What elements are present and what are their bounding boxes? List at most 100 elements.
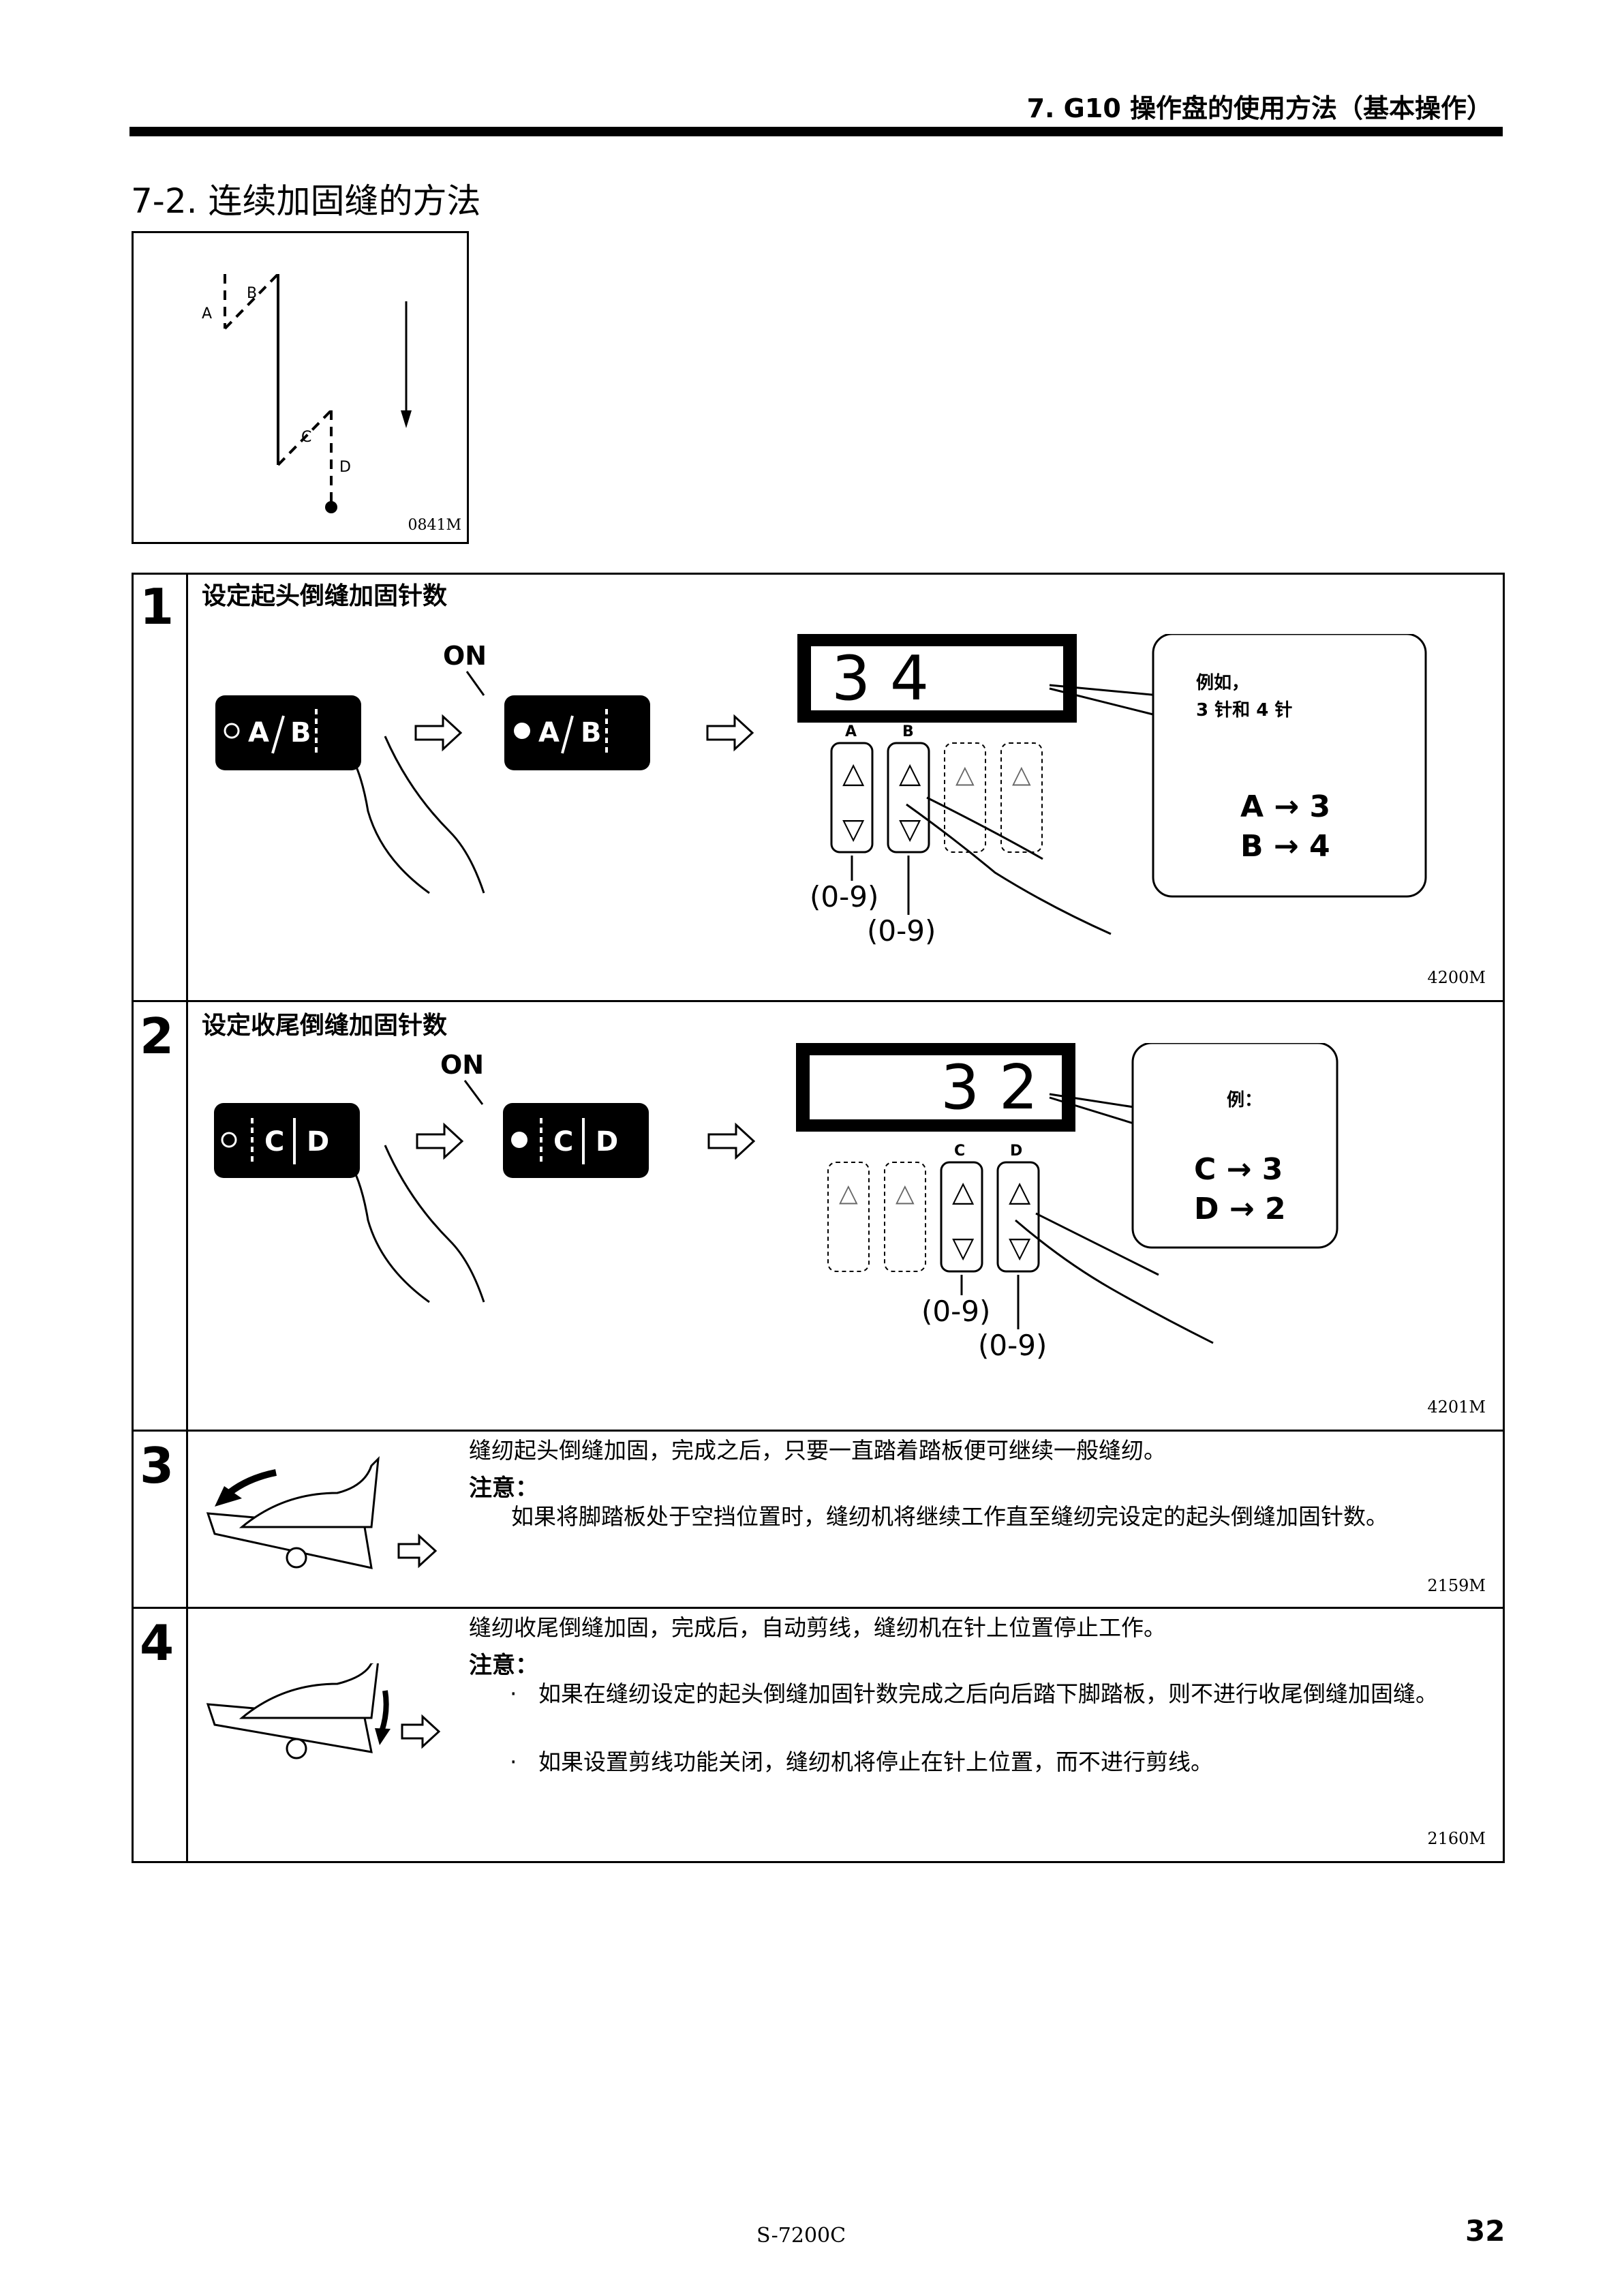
- header-rule: [129, 127, 1503, 136]
- svg-text:例：: 例：: [1227, 1090, 1262, 1111]
- svg-text:B: B: [581, 717, 602, 749]
- on-label: ON: [443, 641, 487, 671]
- step-2-title: 设定收尾倒缝加固针数: [202, 1012, 448, 1040]
- svg-text:B → 4: B → 4: [1240, 829, 1330, 864]
- key-disabled: [827, 1162, 870, 1272]
- next-arrow-icon: [706, 714, 754, 752]
- pressing-hand-icon: [906, 796, 1112, 935]
- figure-code: 0841M: [408, 517, 461, 534]
- footer-model: S-7200C: [756, 2224, 846, 2248]
- steps-table: [132, 573, 1505, 1863]
- next-arrow-icon: [397, 1533, 438, 1569]
- step-1-illustration: A B ON A B 3 4 A B △ ▽ △ ▽ △ △ (0-9) (0-…: [215, 634, 1427, 948]
- step-2-illustration: C D ON C D 3 2 C D △ △ △ ▽ △ ▽ (0-9) (0-…: [214, 1043, 1338, 1362]
- led-on-icon: [511, 1132, 527, 1148]
- step-3-note: 如果将脚踏板处于空挡位置时，缝纫机将继续工作直至缝纫完设定的起头倒缝加固针数。: [511, 1503, 1388, 1530]
- step-3-note-label: 注意：: [469, 1475, 538, 1502]
- step-2-number: 2: [140, 1008, 174, 1065]
- step-1-title: 设定起头倒缝加固针数: [202, 582, 448, 610]
- svg-text:3 2: 3 2: [940, 1052, 1038, 1123]
- row-divider: [132, 1607, 1505, 1609]
- page-number: 32: [1465, 2214, 1505, 2248]
- key-a-stepper[interactable]: [830, 742, 874, 854]
- pressing-hand-icon: [346, 736, 485, 894]
- bullet-icon: ·: [510, 1680, 517, 1707]
- up-triangle-icon: △: [842, 756, 865, 789]
- label-d: D: [339, 459, 351, 476]
- step-4-text: 缝纫收尾倒缝加固，完成后，自动剪线，缝纫机在针上位置停止工作。: [469, 1614, 1166, 1641]
- range-label-b: (0-9): [867, 914, 936, 948]
- row-divider: [132, 1000, 1505, 1002]
- heel-press-arrow-icon: [375, 1728, 391, 1745]
- step-1-number: 1: [140, 578, 174, 635]
- down-triangle-icon: ▽: [952, 1230, 975, 1264]
- foot-icon: [239, 1455, 380, 1528]
- next-arrow-icon: [401, 1714, 441, 1749]
- svg-text:A → 3: A → 3: [1240, 789, 1330, 824]
- running-header: 7. G10 操作盘的使用方法（基本操作）: [1026, 93, 1493, 123]
- svg-text:A: A: [248, 717, 269, 749]
- svg-text:C: C: [954, 1143, 965, 1160]
- section-title: 7-2. 连续加固缝的方法: [131, 181, 481, 221]
- pressing-hand-icon: [346, 1145, 485, 1303]
- stitch-pattern-figure: A B C D: [202, 273, 412, 513]
- up-triangle-icon: △: [839, 1179, 858, 1207]
- svg-text:例如，: 例如，: [1196, 673, 1249, 693]
- next-arrow-icon: [416, 1122, 464, 1160]
- key-disabled: [884, 1162, 926, 1272]
- step-2-figure-code: 4201M: [1427, 1398, 1486, 1417]
- needle-point-icon: [325, 501, 337, 513]
- svg-text:C: C: [264, 1126, 284, 1158]
- end-backtack-button-lit: C D: [503, 1103, 649, 1178]
- pressing-hand-icon: [1015, 1212, 1214, 1344]
- row-divider: [132, 1430, 1505, 1432]
- step-4-note-2: 如果设置剪线功能关闭，缝纫机将停止在针上位置，而不进行剪线。: [538, 1749, 1213, 1775]
- step-1-figure-code: 4200M: [1427, 968, 1486, 987]
- range-label-c: (0-9): [921, 1295, 990, 1328]
- digit-display: 3 2: [796, 1043, 1075, 1132]
- down-triangle-icon: ▽: [842, 812, 865, 845]
- range-label-d: (0-9): [978, 1329, 1047, 1362]
- start-backtack-button-lit: A B: [504, 695, 650, 770]
- svg-text:C: C: [553, 1126, 573, 1158]
- step-4-number: 4: [140, 1614, 174, 1672]
- key-c-stepper[interactable]: [940, 1161, 983, 1273]
- step-3-text: 缝纫起头倒缝加固，完成之后，只要一直踏着踏板便可继续一般缝纫。: [469, 1437, 1166, 1464]
- next-arrow-icon: [414, 714, 463, 752]
- start-backtack-button: A B: [215, 695, 361, 770]
- key-disabled: [944, 742, 986, 853]
- range-label-a: (0-9): [810, 880, 878, 913]
- svg-text:D → 2: D → 2: [1194, 1192, 1286, 1226]
- down-triangle-icon: ▽: [899, 812, 921, 845]
- table-column-divider: [186, 573, 188, 1863]
- up-triangle-icon: △: [1012, 761, 1031, 789]
- up-triangle-icon: △: [955, 761, 975, 789]
- down-triangle-icon: ▽: [1009, 1230, 1031, 1264]
- up-triangle-icon: △: [1009, 1175, 1031, 1208]
- bullet-icon: ·: [510, 1749, 517, 1775]
- svg-text:B: B: [290, 717, 311, 749]
- end-backtack-button: C D: [214, 1103, 360, 1178]
- label-c: C: [301, 429, 311, 446]
- foot-icon: [239, 1663, 379, 1719]
- step-3-number: 3: [140, 1437, 174, 1494]
- up-triangle-icon: △: [896, 1179, 915, 1207]
- step-4-figure-code: 2160M: [1427, 1829, 1486, 1848]
- step-3-figure-code: 2159M: [1427, 1576, 1486, 1595]
- example-callout: [1152, 634, 1427, 898]
- key-disabled: [1000, 742, 1043, 853]
- svg-text:3 4: 3 4: [831, 643, 929, 714]
- next-arrow-icon: [707, 1122, 756, 1160]
- step-4-note-1: 如果在缝纫设定的起头倒缝加固针数完成之后向后踏下脚踏板，则不进行收尾倒缝加固缝。: [538, 1680, 1438, 1707]
- pedal-rotate-arrow-icon: [215, 1486, 242, 1507]
- example-callout: [1131, 1043, 1338, 1249]
- label-b: B: [247, 285, 257, 302]
- svg-text:C → 3: C → 3: [1194, 1152, 1283, 1187]
- key-d-stepper[interactable]: [996, 1161, 1040, 1273]
- label-a: A: [202, 305, 212, 322]
- led-on-icon: [514, 723, 530, 739]
- up-triangle-icon: △: [899, 756, 921, 789]
- svg-text:D: D: [596, 1126, 618, 1158]
- feed-direction-arrow-icon: [401, 410, 412, 428]
- digit-display: 3 4: [797, 634, 1077, 723]
